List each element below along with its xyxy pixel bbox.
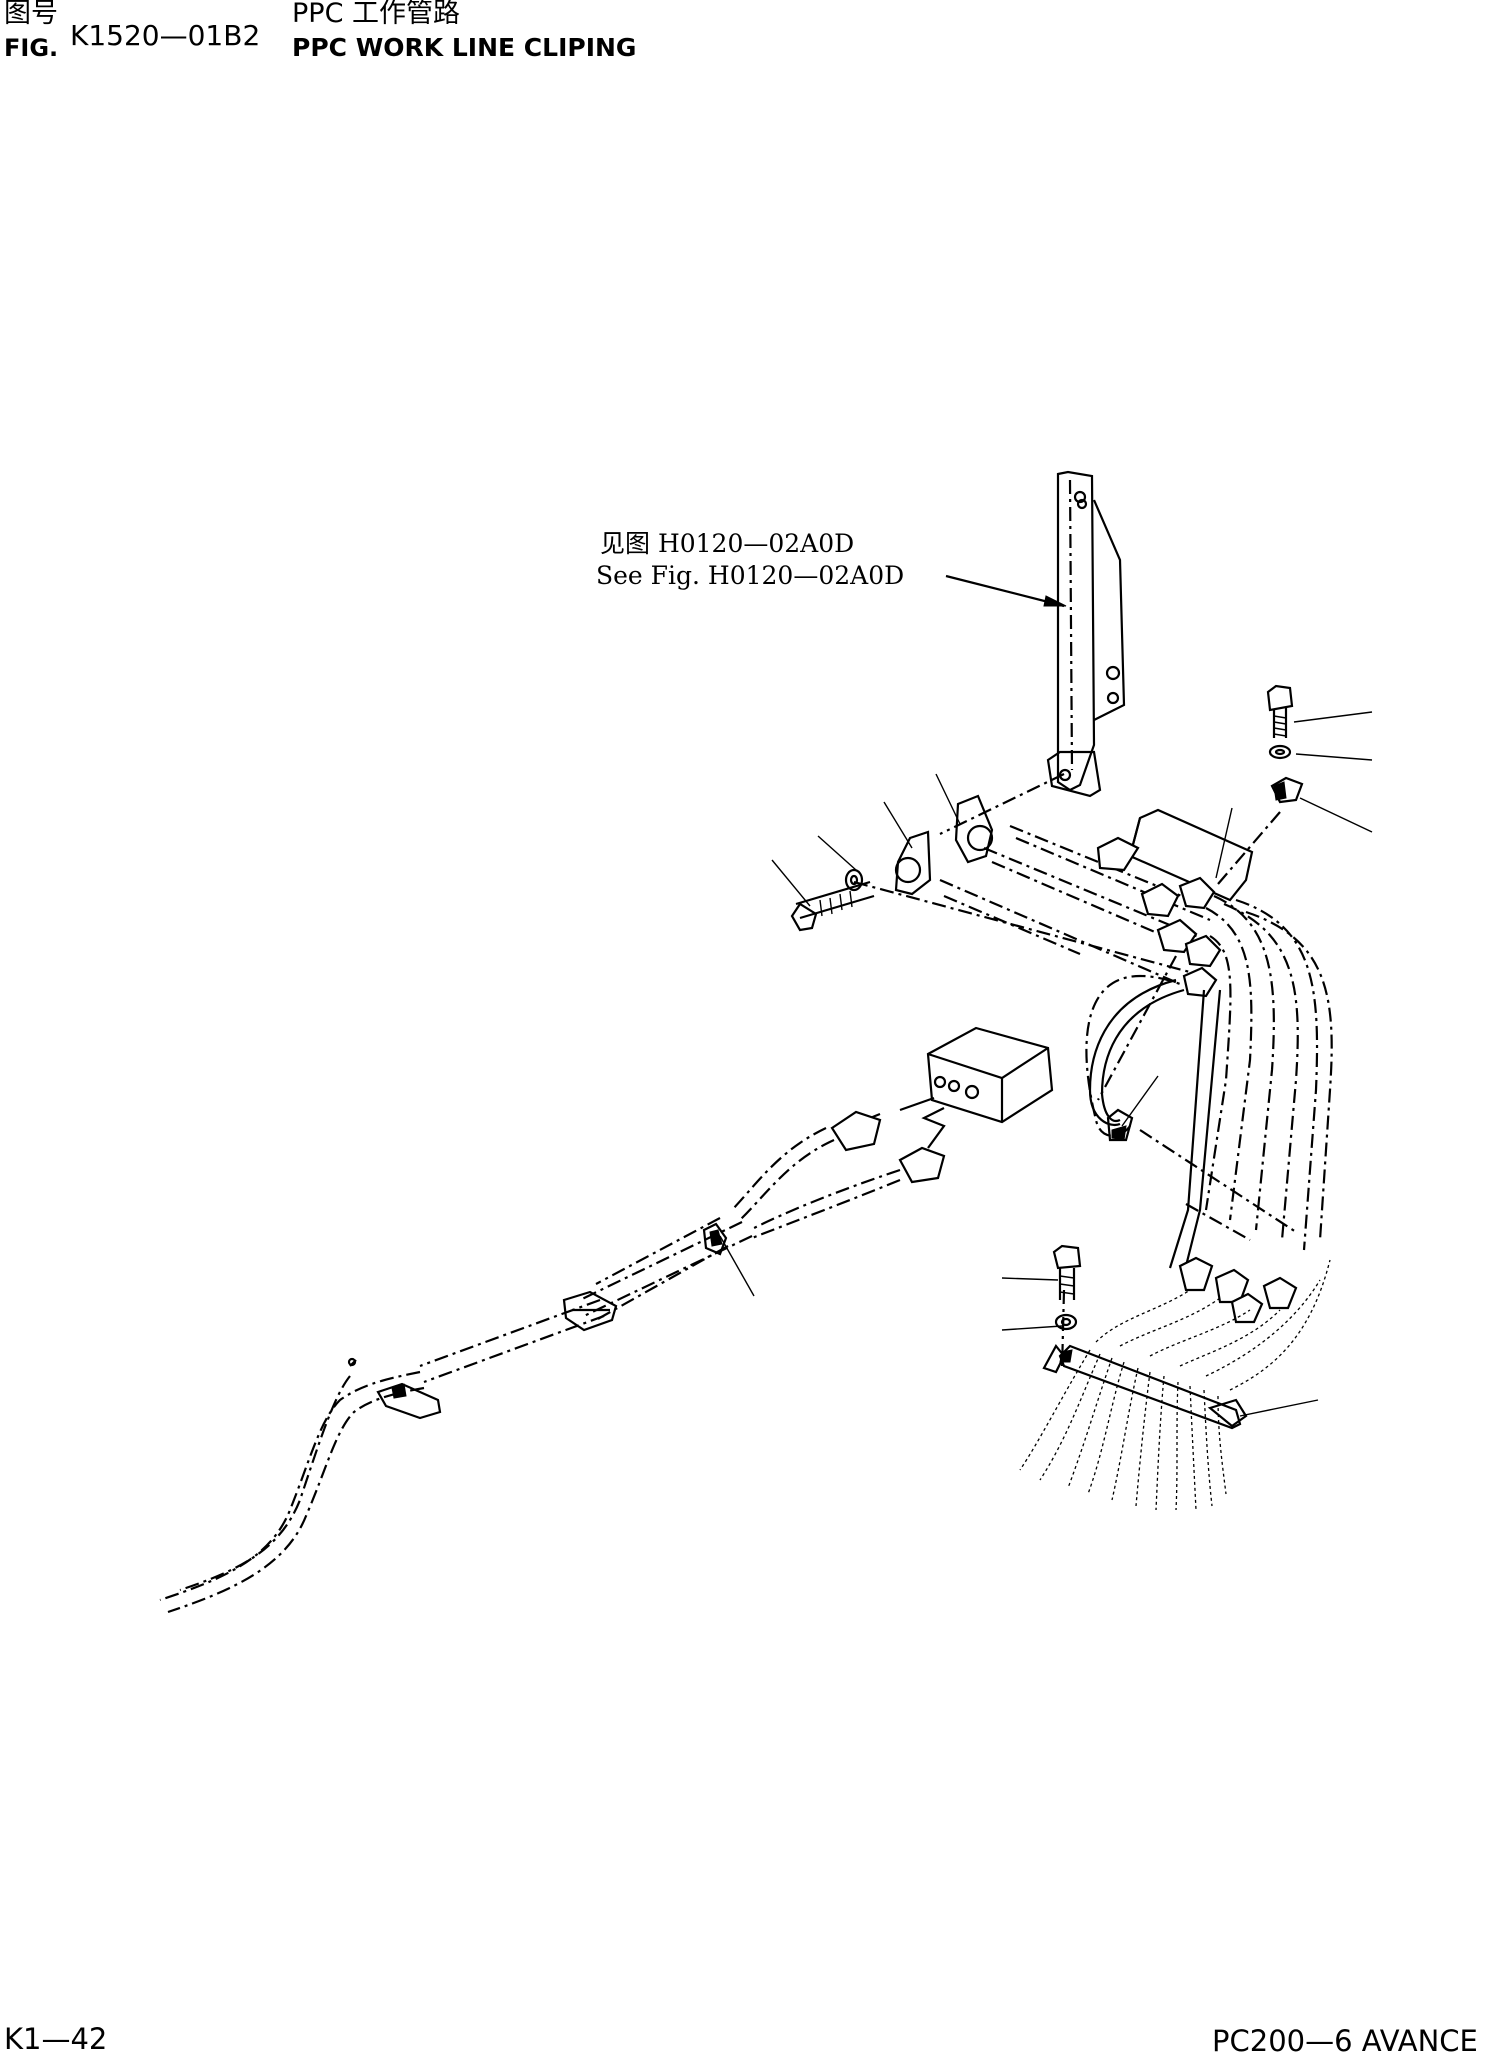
page-number: K1—42: [4, 2022, 108, 2056]
valve-block: [926, 1026, 1054, 1124]
right-top-bolt: [1266, 684, 1294, 738]
diagonal-hose: [419, 1217, 753, 1384]
lower-left-bracket: [347, 1357, 442, 1420]
right-washer: [1268, 744, 1292, 760]
figure-title-en: PPC WORK LINE CLIPING: [292, 33, 637, 62]
leader-lines: [719, 711, 1373, 1417]
tail-hose: [159, 1370, 425, 1614]
figure-number: K1520—01B2: [70, 19, 261, 52]
upper-connectors: [1096, 836, 1222, 998]
loop-hose: [1088, 978, 1185, 1142]
reference-arrow: [945, 574, 1067, 608]
lower-washer: [1054, 1313, 1078, 1331]
figure-title-cn: PPC 工作管路: [292, 0, 460, 29]
left-clamp: [894, 794, 994, 896]
lower-clamp-bar: [1042, 1344, 1248, 1430]
machine-model: PC200—6 AVANCE: [1212, 2024, 1478, 2058]
left-bolt: [790, 880, 875, 932]
left-washer: [844, 868, 864, 892]
figure-label-fig: FIG.: [4, 34, 59, 62]
mid-hose-clamp: [702, 1222, 728, 1256]
right-nut: [1270, 776, 1304, 804]
lower-hose-fan: [1019, 1259, 1331, 1511]
centre-lines: [853, 773, 1297, 1371]
reference-note-en: See Fig. H0120—02A0D: [596, 561, 905, 590]
reference-note-cn: 见图 H0120—02A0D: [600, 529, 855, 558]
valve-hoses: [731, 1096, 946, 1240]
figure-label-cn: 图号: [4, 0, 58, 29]
main-hose-bundle: [1168, 894, 1333, 1275]
lower-connectors: [1178, 1256, 1298, 1324]
lever-bracket: [1046, 470, 1126, 798]
lower-bolt: [1052, 1244, 1082, 1300]
